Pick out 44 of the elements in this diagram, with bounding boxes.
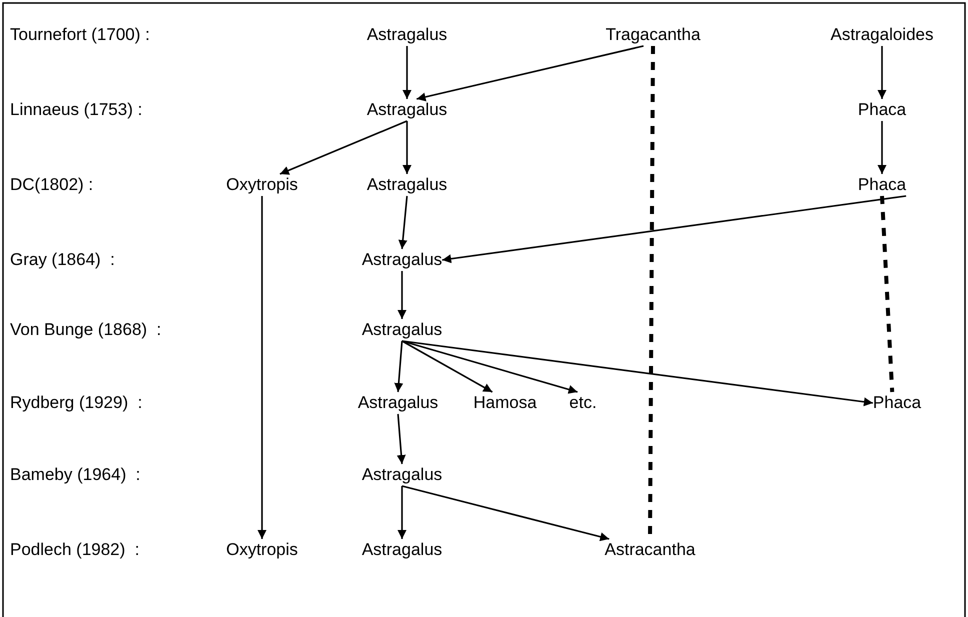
taxon-name: Oxytropis	[226, 174, 298, 196]
arrow	[402, 340, 578, 394]
taxon-name: Astragalus	[362, 319, 442, 341]
taxon-name: Astragalus	[366, 174, 448, 196]
taxon-name: Tragacantha	[606, 24, 700, 46]
author-year-label: DC(1802) :	[10, 174, 94, 196]
arrow	[878, 121, 886, 174]
author-year-label: Podlech (1982) :	[10, 539, 140, 561]
arrow	[280, 120, 408, 175]
arrow	[398, 271, 406, 319]
author-year-label: Linnaeus (1753) :	[10, 99, 142, 121]
arrow	[402, 121, 412, 174]
author-year-label: Gray (1864) :	[10, 249, 115, 271]
author-year-label: Rydberg (1929) :	[10, 392, 142, 414]
author-year-label: Bameby (1964) :	[10, 464, 140, 486]
author-year-label: Tournefort (1700) :	[10, 24, 150, 46]
arrow	[398, 486, 406, 539]
taxon-name: Phaca	[858, 99, 906, 121]
arrow	[402, 46, 412, 99]
taxon-name: Astragaloides	[830, 24, 934, 46]
author-year-label: Von Bunge (1868) :	[10, 319, 162, 341]
arrow	[402, 340, 873, 406]
taxon-name: etc.	[569, 392, 597, 414]
taxon-name: Hamosa	[473, 392, 537, 414]
taxon-name: Phaca	[858, 174, 906, 196]
arrow	[402, 340, 493, 393]
taxon-name: Astragalus	[366, 99, 448, 121]
arrow	[416, 45, 644, 102]
taxon-name: Oxytropis	[226, 539, 298, 561]
taxon-name: Astragalus	[358, 392, 438, 414]
arrow	[258, 196, 266, 539]
arrow	[394, 340, 404, 392]
taxon-name: Astragalus	[362, 464, 442, 486]
arrow	[396, 414, 406, 464]
arrow	[878, 46, 886, 99]
dashed-line	[880, 196, 894, 392]
taxon-name: Astragalus	[362, 249, 442, 271]
arrow	[402, 485, 610, 542]
taxon-name: Astragalus	[366, 24, 448, 46]
taxon-name: Phaca	[872, 392, 922, 414]
taxon-name: Astragalus	[362, 539, 442, 561]
taxon-name: Astracantha	[604, 539, 696, 561]
arrow	[442, 195, 906, 264]
arrow	[398, 196, 408, 250]
